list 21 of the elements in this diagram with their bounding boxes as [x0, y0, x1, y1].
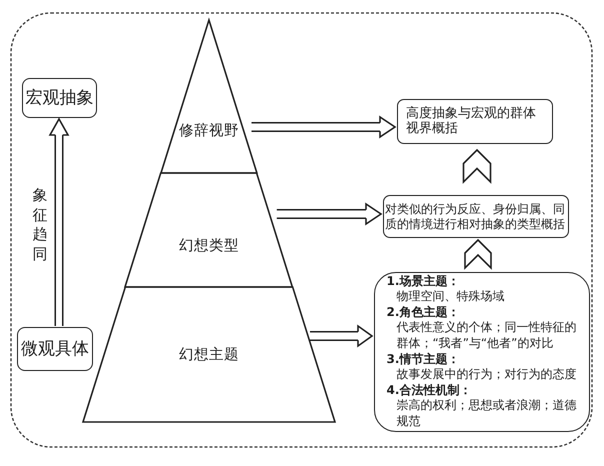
level-label: 微观具体 — [21, 338, 89, 360]
tier-label: 幻想主题 — [178, 346, 239, 363]
tier-label: 幻想类型 — [178, 238, 239, 254]
item-heading: 2.角色主题： — [386, 304, 460, 320]
item-text: 崇高的权利；思想或者浪潮；道德规范 — [396, 398, 578, 430]
item-text: 物理空间、特殊场域 — [396, 289, 504, 305]
description-text: 高度抽象与宏观的群体视界概括 — [406, 107, 537, 136]
item-text: 代表性意义的个体；同一性特征的群体；“我者”与“他者”的对比 — [396, 320, 578, 352]
edge-label: 象征趋同 — [32, 186, 48, 264]
description-text: 对类似的行为反应、身份归属、同质的情境进行相对抽象的类型概括 — [385, 202, 566, 231]
item-text: 故事发展中的行为；对行为的态度 — [396, 367, 576, 383]
rounded-box — [17, 327, 93, 371]
rounded-box — [397, 99, 553, 144]
item-heading: 3.情节主题： — [386, 352, 460, 368]
rounded-box — [383, 195, 569, 238]
item-heading: 4.合法性机制： — [386, 382, 472, 398]
rounded-box — [374, 272, 590, 432]
item-heading: 1.场景主题： — [386, 274, 460, 290]
level-label: 宏观抽象 — [26, 87, 94, 109]
rounded-box — [22, 78, 97, 118]
tier-label: 修辞视野 — [178, 122, 239, 139]
